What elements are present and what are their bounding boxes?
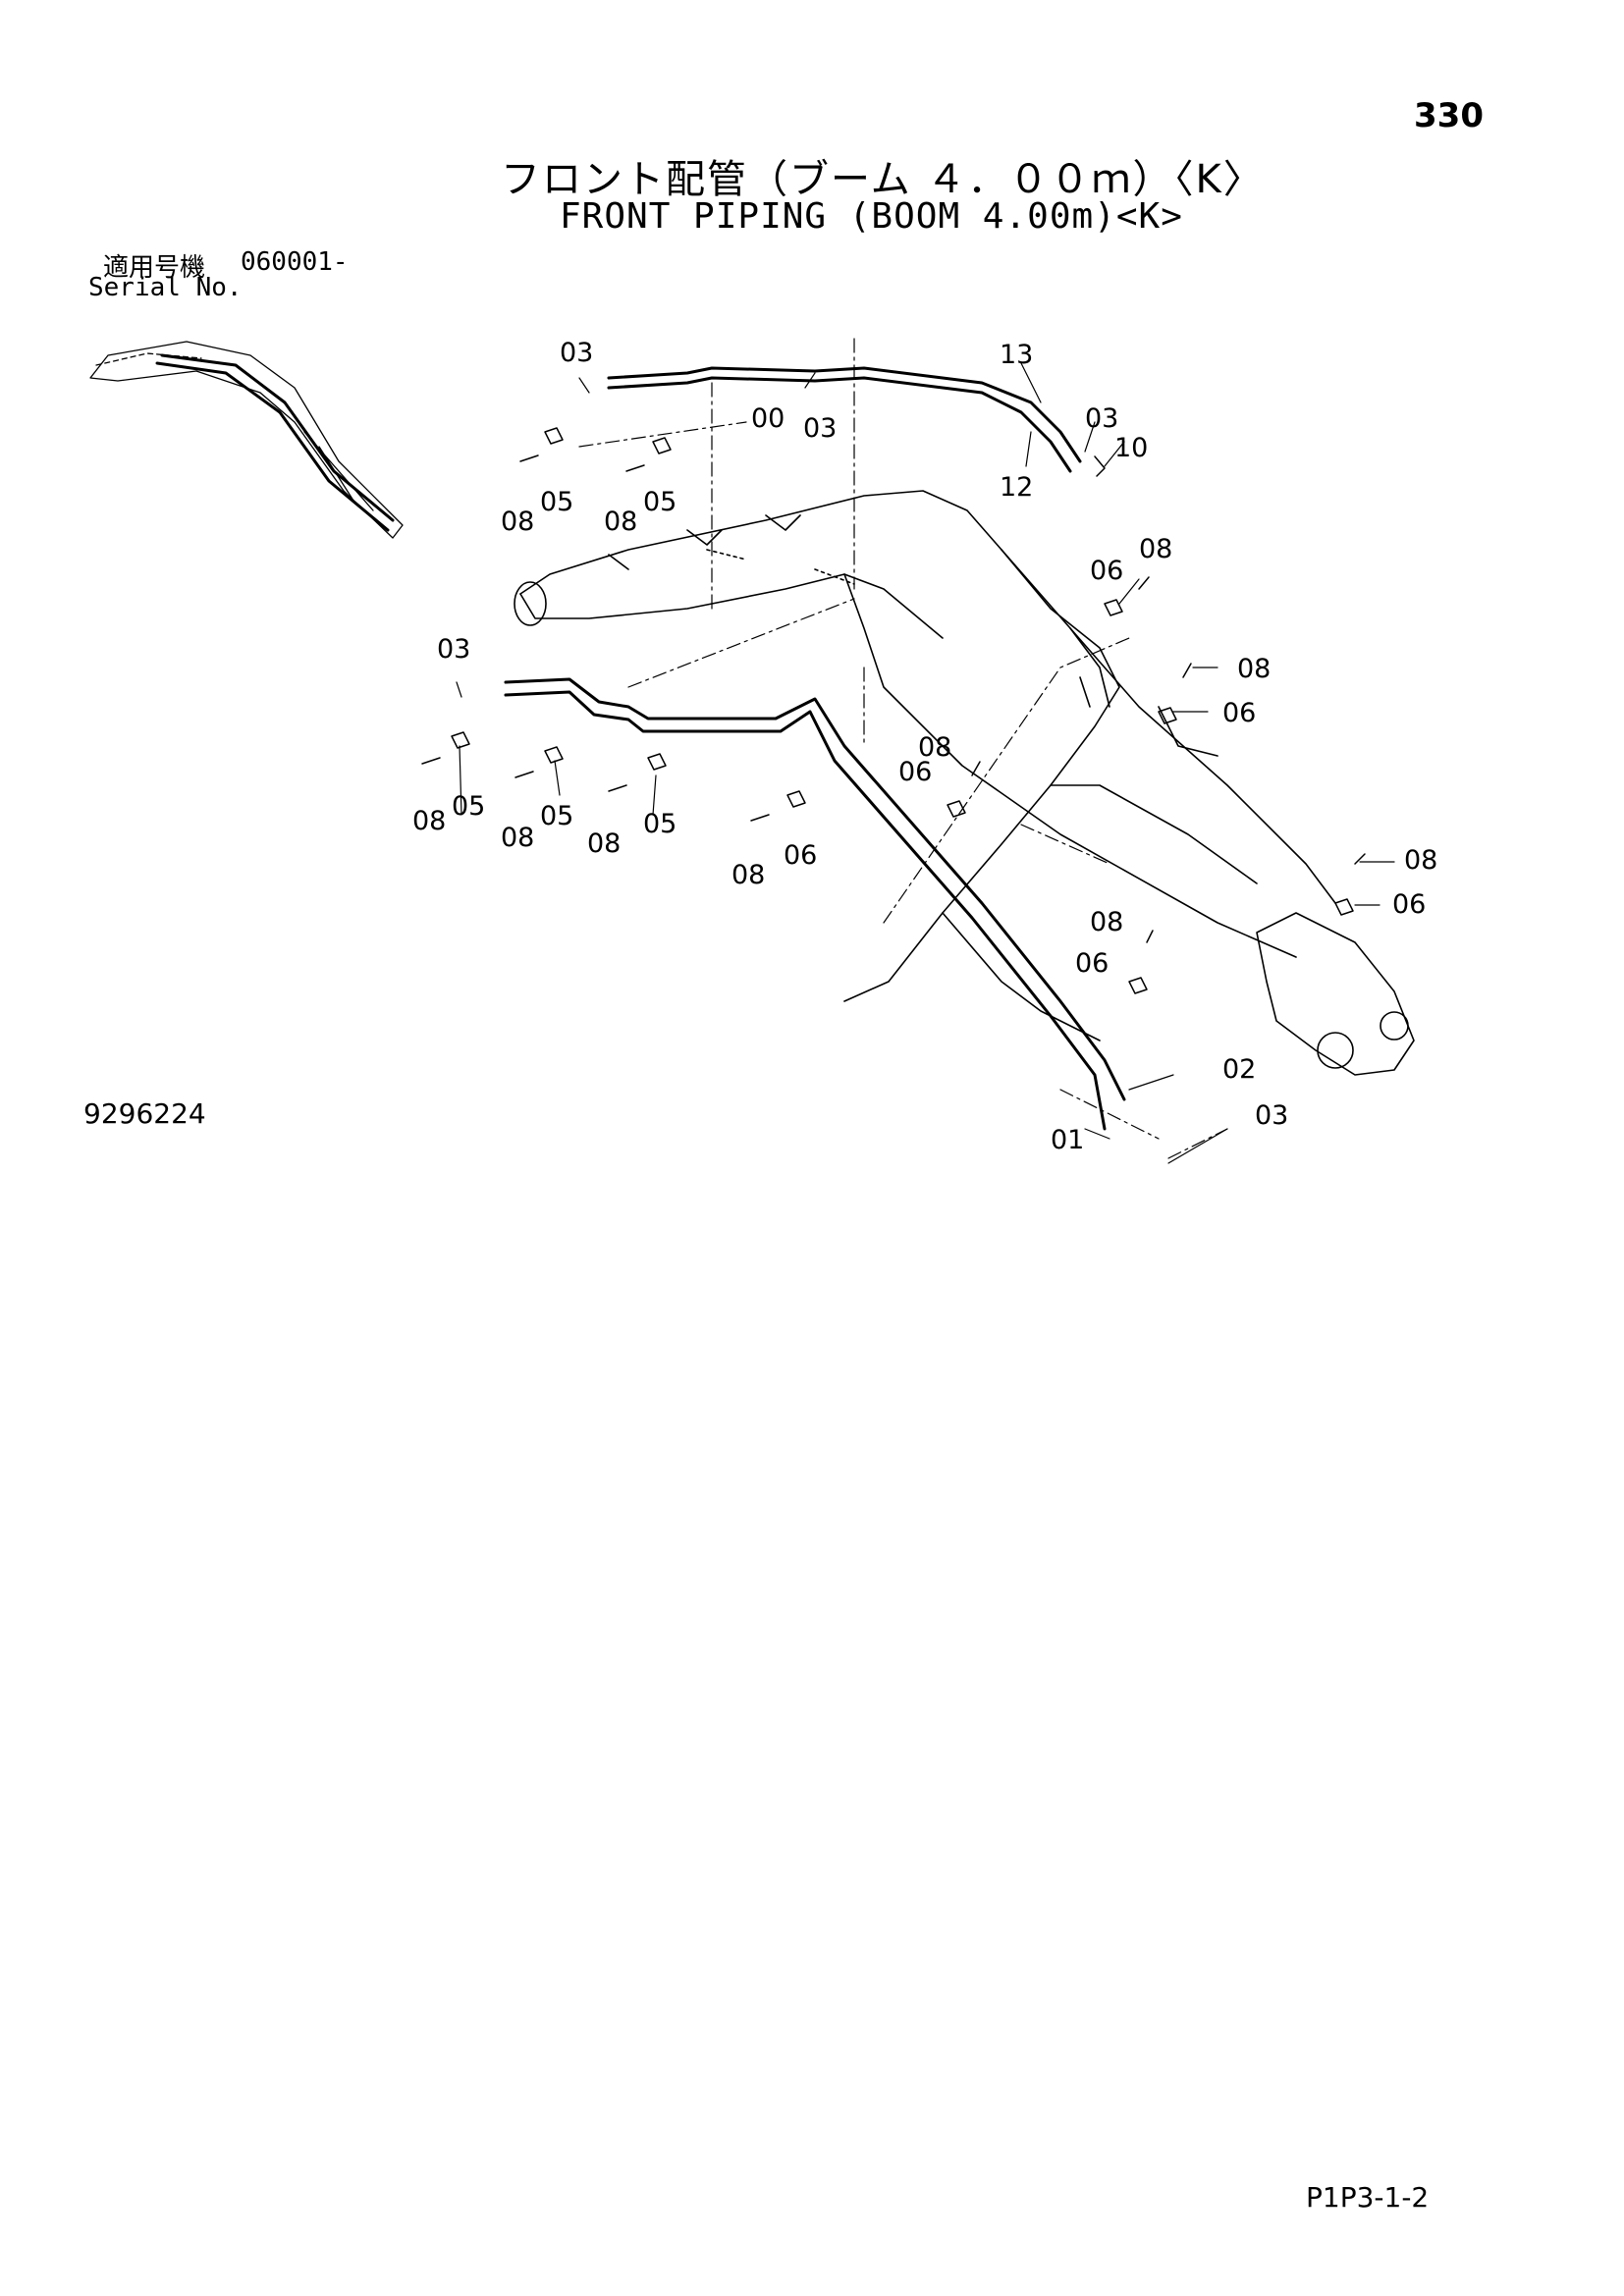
callout-label-c-08-d: 08 — [1237, 654, 1271, 684]
callout-label-c-05-b: 05 — [643, 487, 677, 517]
callout-label-c-00: 00 — [751, 403, 785, 434]
callout-label-c-05-d: 05 — [540, 801, 573, 831]
callout-label-c-08-e: 08 — [918, 732, 951, 763]
callout-label-c-08-f: 08 — [412, 806, 446, 836]
title-japanese: フロント配管（ブーム ４．００ｍ）〈K〉 — [501, 157, 1265, 202]
page-code: P1P3-1-2 — [1306, 2181, 1430, 2214]
callout-label-c-10: 10 — [1114, 433, 1148, 463]
callout-label-c-08-g: 08 — [501, 823, 534, 853]
callout-label-c-06-c: 06 — [898, 757, 932, 787]
clamps — [421, 427, 1366, 994]
callout-label-c-03-d: 03 — [437, 634, 470, 665]
overview-thumbnail — [89, 341, 404, 539]
serial-label-english: Serial No. — [88, 273, 243, 302]
callout-label-c-05-c: 05 — [452, 791, 485, 822]
callout-label-c-05-a: 05 — [540, 487, 573, 517]
callout-label-c-08-a: 08 — [501, 507, 534, 537]
title-english: FRONT PIPING (BOOM 4.00m)<K> — [560, 196, 1183, 237]
callout-label-c-03-b: 03 — [803, 413, 837, 444]
drawing-number: 9296224 — [83, 1097, 206, 1130]
callout-label-c-06-b: 06 — [1222, 698, 1256, 728]
callout-label-c-06-d: 06 — [784, 840, 817, 871]
boom-body — [514, 490, 1415, 1076]
upper-hoses — [607, 366, 1082, 473]
callout-label-c-12: 12 — [1000, 472, 1033, 503]
callout-label-c-06-f: 06 — [1075, 948, 1109, 979]
callout-label-c-08-i: 08 — [731, 860, 765, 890]
callout-label-c-06-a: 06 — [1090, 556, 1123, 586]
callout-leaders — [456, 362, 1395, 1164]
callout-label-c-08-h: 08 — [587, 828, 621, 859]
callout-label-c-08-b: 08 — [604, 507, 637, 537]
callout-label-c-03-c: 03 — [1085, 403, 1118, 434]
callout-label-c-13: 13 — [1000, 340, 1033, 370]
leader-lines — [578, 338, 1228, 1159]
serial-label-japanese: 適用号機 — [103, 253, 206, 283]
callout-label-c-08-c: 08 — [1139, 534, 1172, 564]
callout-label-c-02: 02 — [1222, 1054, 1256, 1085]
page-number: 330 — [1414, 96, 1484, 135]
main-pipes — [504, 677, 1126, 1131]
callout-label-c-08-j: 08 — [1404, 845, 1437, 876]
callout-label-c-06-e: 06 — [1392, 889, 1426, 920]
callout-label-c-03-e: 03 — [1255, 1100, 1288, 1131]
callout-label-c-08-k: 08 — [1090, 907, 1123, 937]
callout-label-c-05-e: 05 — [643, 809, 677, 839]
serial-value: 060001- — [241, 247, 349, 277]
callout-label-c-01: 01 — [1051, 1125, 1084, 1155]
callout-label-c-03-a: 03 — [560, 338, 593, 368]
